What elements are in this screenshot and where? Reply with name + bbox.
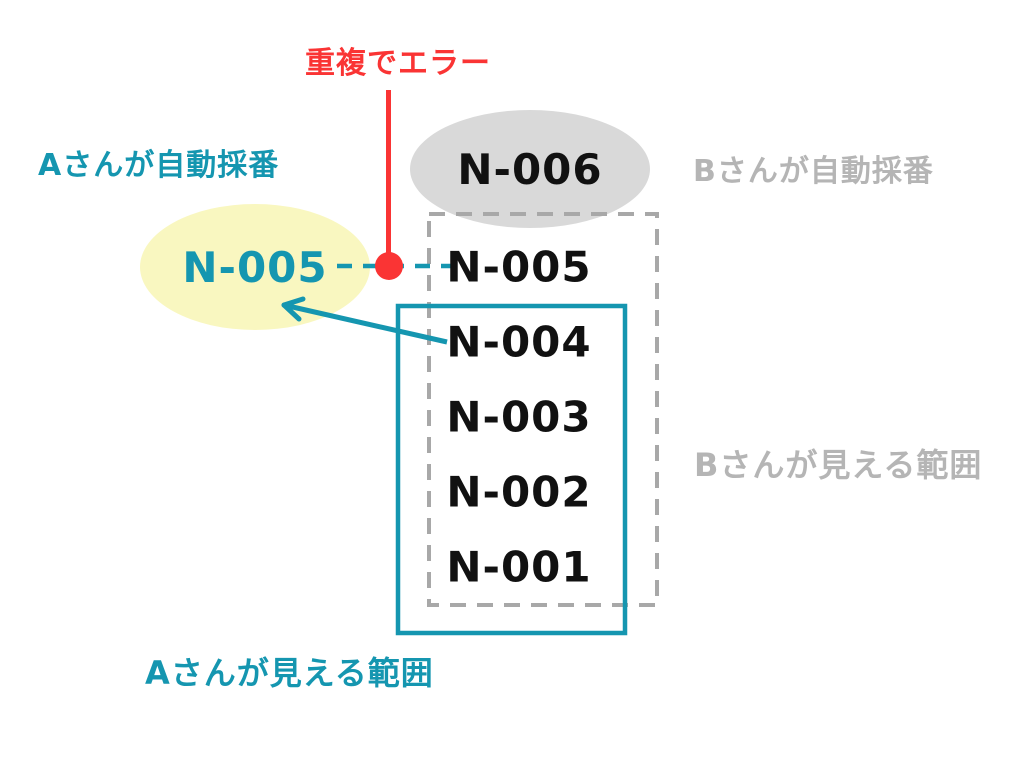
record-item: N-005 [446,242,592,292]
b-generated-number-text: N-006 [457,144,603,194]
b-generated-number-ellipse: N-006 [410,110,650,228]
a-visible-range-label: Aさんが見える範囲 [145,654,434,692]
a-generated-number-ellipse: N-005 [140,204,370,330]
a-autonumber-label: Aさんが自動採番 [38,148,280,183]
a-generated-number-text: N-005 [182,242,328,292]
record-item: N-003 [446,392,592,442]
b-visible-range-label: Bさんが見える範囲 [694,446,983,484]
record-item: N-001 [446,542,592,592]
record-item: N-004 [446,317,592,367]
b-autonumber-label: Bさんが自動採番 [693,154,934,189]
conflict-dot-icon [375,252,403,280]
record-item: N-002 [446,467,592,517]
error-label: 重複でエラー [305,46,491,81]
